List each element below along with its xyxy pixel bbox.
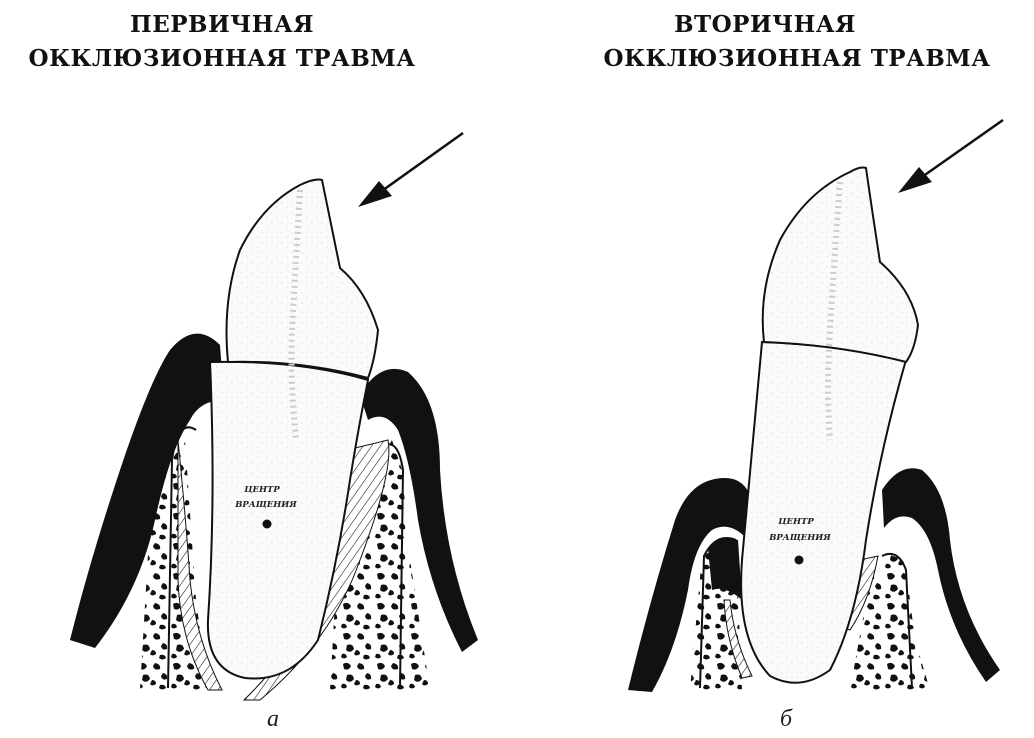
panel-b-center-label-line1: ЦЕНТР xyxy=(777,517,814,527)
panel-b-force-arrow xyxy=(898,120,1003,193)
panel-a-center-label-line1: ЦЕНТР xyxy=(243,485,280,495)
panel-a-force-arrow xyxy=(358,133,463,207)
panel-a-title-line2: ОККЛЮЗИОННАЯ ТРАВМА xyxy=(29,45,416,72)
panel-a: ПЕРВИЧНАЯ ОККЛЮЗИОННАЯ ТРАВМА ЦЕНТР ВРАЩ… xyxy=(29,11,478,732)
panel-b-rotation-center-dot xyxy=(795,556,804,565)
panel-b: ВТОРИЧНАЯ ОККЛЮЗИОННАЯ ТРАВМА ЦЕНТР ВРАЩ… xyxy=(604,11,1003,732)
panel-a-caption: а xyxy=(267,706,279,732)
panel-b-center-label-line2: ВРАЩЕНИЯ xyxy=(768,533,831,543)
panel-a-title-line1: ПЕРВИЧНАЯ xyxy=(130,11,314,38)
panel-b-caption: б xyxy=(780,706,793,732)
panel-a-rotation-center-dot xyxy=(263,520,272,529)
panel-b-title-line2: ОККЛЮЗИОННАЯ ТРАВМА xyxy=(604,45,991,72)
panel-b-title-line1: ВТОРИЧНАЯ xyxy=(674,11,856,38)
panel-a-center-label-line2: ВРАЩЕНИЯ xyxy=(234,500,297,510)
